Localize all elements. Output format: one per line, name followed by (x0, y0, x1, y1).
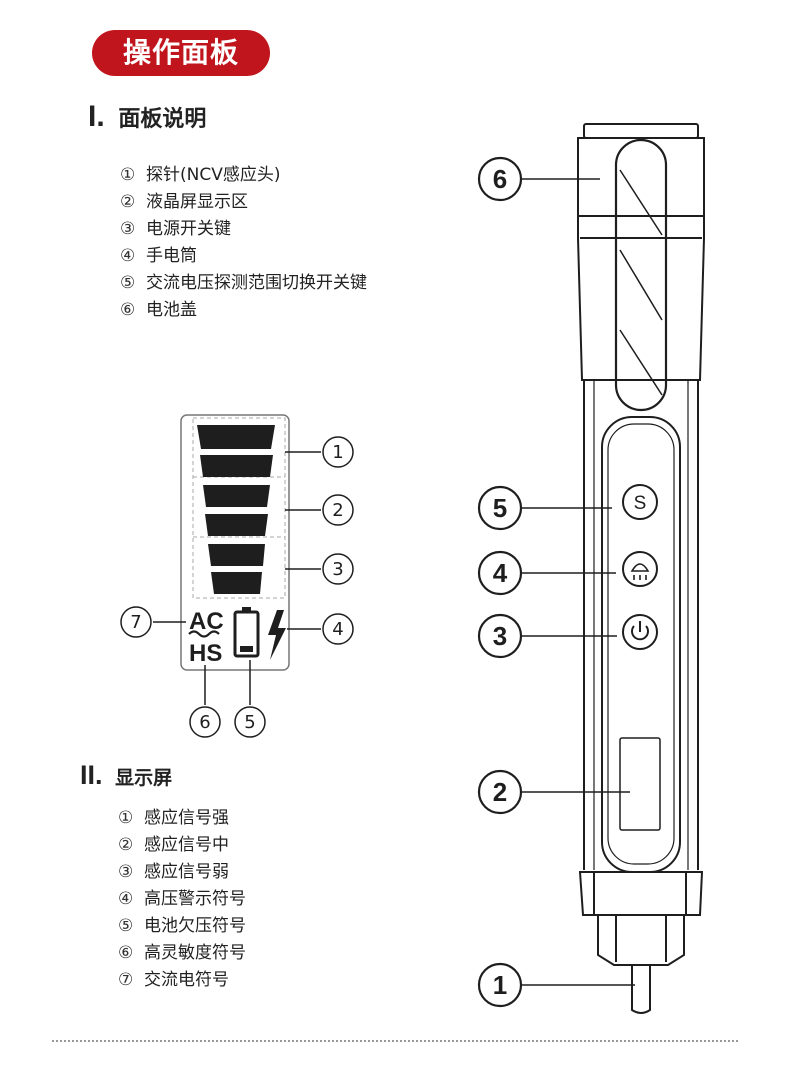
signal-bar (208, 544, 265, 566)
signal-bar (197, 425, 275, 449)
hs-symbol: HS (189, 640, 222, 667)
section-1-title: 面板说明 (118, 107, 207, 132)
high-voltage-icon (268, 610, 286, 660)
lcd-callout-3 (322, 553, 354, 585)
ac-wave-icon (188, 630, 220, 638)
range-switch-button[interactable] (622, 484, 658, 520)
lcd-window (619, 737, 661, 831)
lcd-bar-area (192, 417, 286, 599)
lcd-callout-7 (120, 606, 152, 638)
lcd-callout-6 (189, 706, 221, 738)
pen-callout-3 (477, 613, 523, 659)
lcd-callout-1 (322, 436, 354, 468)
svg-text:2: 2 (332, 500, 343, 521)
pen-clip (614, 138, 668, 412)
signal-bar (200, 455, 273, 477)
section-1-roman: I. (88, 100, 105, 133)
svg-text:2: 2 (493, 777, 507, 807)
bottom-divider (52, 1040, 738, 1042)
signal-bar (203, 485, 270, 507)
page-title: 操作面板 (122, 36, 239, 69)
svg-text:6: 6 (199, 712, 210, 733)
flashlight-icon (630, 563, 650, 580)
range-switch-label: S (634, 493, 647, 514)
pen-callout-4 (477, 550, 523, 596)
pen-callout-1 (477, 962, 523, 1008)
power-button[interactable] (622, 614, 658, 650)
section-2-roman: II. (80, 760, 103, 790)
svg-text:3: 3 (493, 621, 507, 651)
pen-callout-5 (477, 485, 523, 531)
signal-bar (211, 572, 262, 594)
lcd-callout-4 (322, 613, 354, 645)
svg-text:5: 5 (244, 712, 255, 733)
probe-tip (631, 965, 651, 1014)
flashlight-button[interactable] (622, 551, 658, 587)
pen-callout-2 (477, 769, 523, 815)
svg-text:3: 3 (332, 559, 343, 580)
svg-text:4: 4 (493, 558, 508, 588)
svg-text:6: 6 (493, 164, 507, 194)
svg-text:7: 7 (130, 612, 141, 633)
signal-bar (205, 514, 268, 536)
section-1-heading: I. 面板说明 (88, 100, 206, 134)
voltage-tester-pen-diagram: S (522, 123, 705, 1014)
pen-cap-top (583, 123, 699, 139)
lcd-callout-2 (322, 494, 354, 526)
pen-body (583, 380, 699, 870)
pen-callout-6 (477, 156, 523, 202)
lcd-callout-5 (234, 706, 266, 738)
svg-text:4: 4 (332, 619, 343, 640)
page-title-badge: 操作面板 (92, 30, 270, 76)
battery-cover (577, 137, 705, 381)
ncv-probe-head (597, 914, 685, 966)
section-2-heading: II. 显示屏 (80, 760, 172, 791)
battery-low-icon (233, 607, 260, 658)
lcd-outline (180, 414, 290, 671)
lcd-display-diagram: AC HS 1 2 3 4 5 (120, 414, 354, 738)
svg-text:1: 1 (493, 970, 507, 1000)
power-icon (631, 621, 649, 641)
svg-text:5: 5 (493, 493, 507, 523)
section-2-title: 显示屏 (115, 767, 173, 789)
svg-text:1: 1 (332, 442, 343, 463)
pen-bottom-ring (578, 871, 704, 916)
